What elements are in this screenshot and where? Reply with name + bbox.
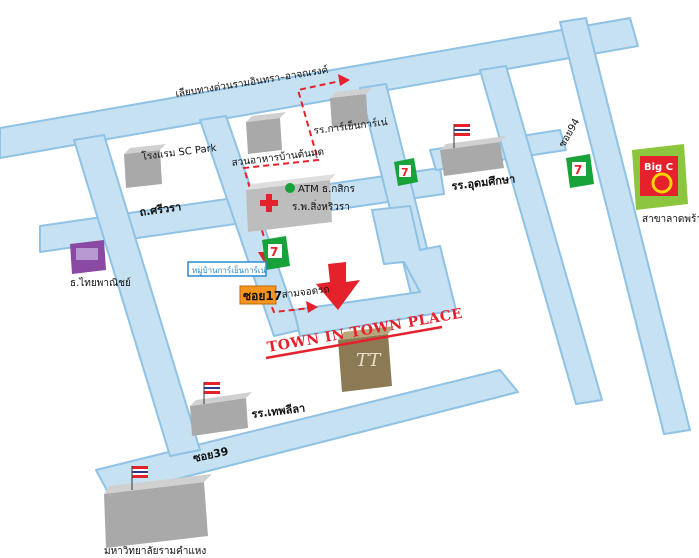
road-soi39 — [95, 369, 519, 497]
building-park — [246, 112, 286, 154]
label-school-thep: รร.เทพลีลา — [251, 402, 306, 421]
thai-flag-icon — [131, 466, 148, 490]
soi17-sign: ซอย17 — [239, 285, 282, 305]
seven-eleven-icon: 7 — [262, 236, 290, 270]
road-network — [0, 17, 691, 497]
road-soi94 — [559, 17, 691, 435]
svg-text:7: 7 — [270, 245, 278, 259]
seven-eleven-icon: 7 — [394, 158, 418, 186]
label-hospital: ร.พ.สิ่งหริวรา — [292, 199, 350, 213]
svg-text:7: 7 — [574, 163, 582, 177]
road-right-middle — [479, 65, 603, 405]
label-big-c-branch: สาขาลาดพร้าว — [642, 213, 699, 225]
label-sriwara-road: ถ.ศรีวรา — [139, 200, 182, 219]
label-university: มหาวิทยาลัยรามคำแหง — [104, 546, 206, 557]
thai-flag-icon — [453, 124, 470, 148]
building-school-thep — [190, 392, 252, 436]
svg-text:Big C: Big C — [644, 162, 673, 173]
label-hotel: โรงแรม SC Park — [141, 141, 218, 163]
arrow-down-icon — [316, 262, 360, 310]
label-junction: สามจอดรถ — [281, 284, 330, 301]
route-arrowhead-end — [306, 301, 318, 313]
label-thai-bank: ธ.ไทยพาณิชย์ — [70, 277, 131, 289]
label-village: หมู่บ้านการ์เย็นการ์เน่ — [192, 265, 266, 276]
building-town-in-town: TT — [338, 326, 394, 392]
road-zigzag — [293, 205, 457, 337]
building-hospital — [246, 174, 336, 232]
village-sign: หมู่บ้านการ์เย็นการ์เน่ — [187, 261, 267, 277]
building-thai-bank — [70, 240, 106, 274]
hospital-cross-icon — [260, 194, 278, 212]
label-soi17: ซอย17 — [243, 289, 282, 303]
building-university — [104, 474, 212, 548]
building-school-kanchana — [330, 88, 372, 128]
label-school-udom: รร.อุดมศึกษา — [451, 172, 516, 194]
label-atm: ATM ธ.กสิกร — [298, 184, 355, 195]
seven-eleven-icon: 7 — [566, 154, 594, 188]
route-arrowhead-top — [338, 74, 350, 86]
svg-text:7: 7 — [401, 166, 409, 179]
thai-flag-icon — [203, 382, 220, 404]
tt-logo-text: TT — [356, 350, 382, 371]
big-c-icon: Big C — [632, 144, 688, 210]
building-school-udom — [440, 136, 506, 176]
road-left-vertical — [73, 134, 201, 457]
building-hotel — [124, 144, 166, 188]
road-expressway — [0, 17, 639, 159]
atm-icon — [285, 183, 295, 193]
